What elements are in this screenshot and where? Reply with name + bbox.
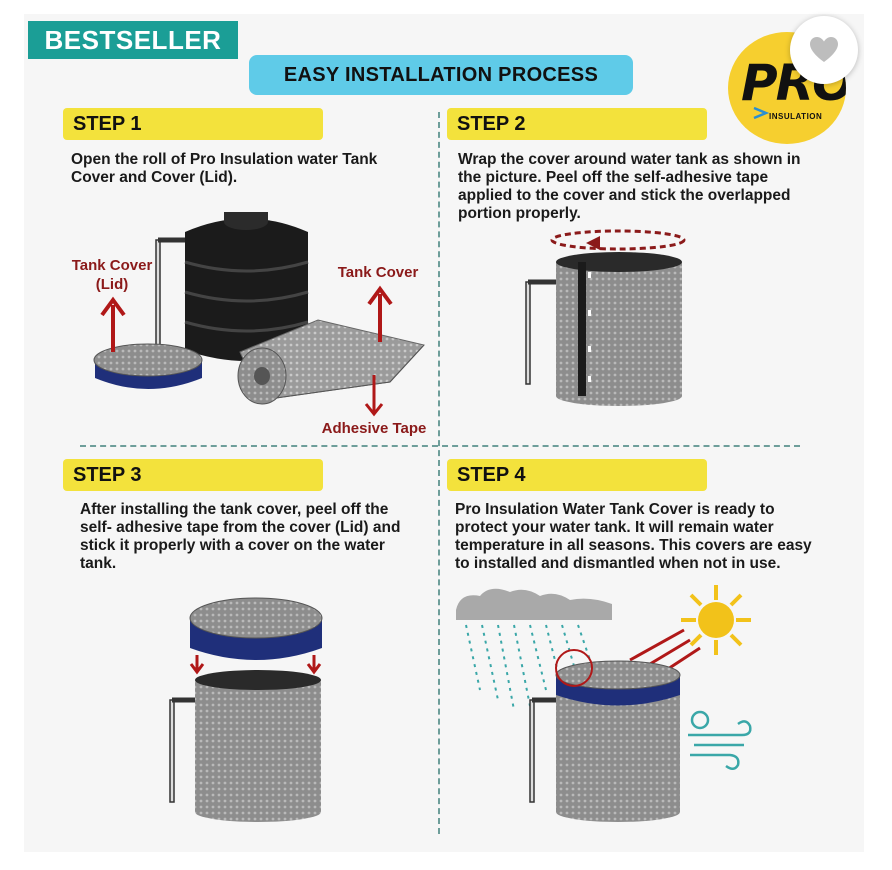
step-2-label: STEP 2 bbox=[447, 108, 707, 140]
swoosh-icon bbox=[753, 106, 770, 120]
wrapped-tank bbox=[525, 229, 686, 406]
logo-subtext: INSULATION bbox=[769, 112, 823, 121]
content-panel bbox=[24, 14, 864, 852]
wishlist-button[interactable] bbox=[790, 16, 858, 84]
page-title: EASY INSTALLATION PROCESS bbox=[249, 55, 633, 95]
lid-label: Tank Cover (Lid) bbox=[71, 257, 153, 293]
bestseller-badge: BESTSELLER bbox=[28, 21, 238, 59]
tape-label: Adhesive Tape bbox=[321, 420, 427, 437]
step-1-arrows bbox=[100, 285, 393, 417]
heart-icon bbox=[810, 37, 838, 62]
rain-cloud bbox=[456, 588, 612, 711]
step-3-text: After installing the tank cover, peel of… bbox=[80, 501, 401, 572]
cover-label: Tank Cover bbox=[337, 264, 419, 281]
step-3-label: STEP 3 bbox=[63, 459, 323, 491]
vertical-divider bbox=[438, 112, 440, 834]
step-4-tank bbox=[529, 649, 681, 822]
horizontal-divider bbox=[80, 445, 800, 447]
step-2-text: Wrap the cover around water tank as show… bbox=[458, 151, 801, 222]
wind-icon bbox=[688, 710, 752, 770]
tank-lid bbox=[93, 343, 203, 389]
step-1-label: STEP 1 bbox=[63, 108, 323, 140]
sun-icon bbox=[629, 585, 751, 684]
step-4-text: Pro Insulation Water Tank Cover is ready… bbox=[455, 501, 812, 572]
step-4-label: STEP 4 bbox=[447, 459, 707, 491]
black-water-tank bbox=[155, 212, 309, 361]
step-1-text: Open the roll of Pro Insulation water Ta… bbox=[71, 151, 378, 186]
step-3-tank bbox=[169, 597, 323, 822]
